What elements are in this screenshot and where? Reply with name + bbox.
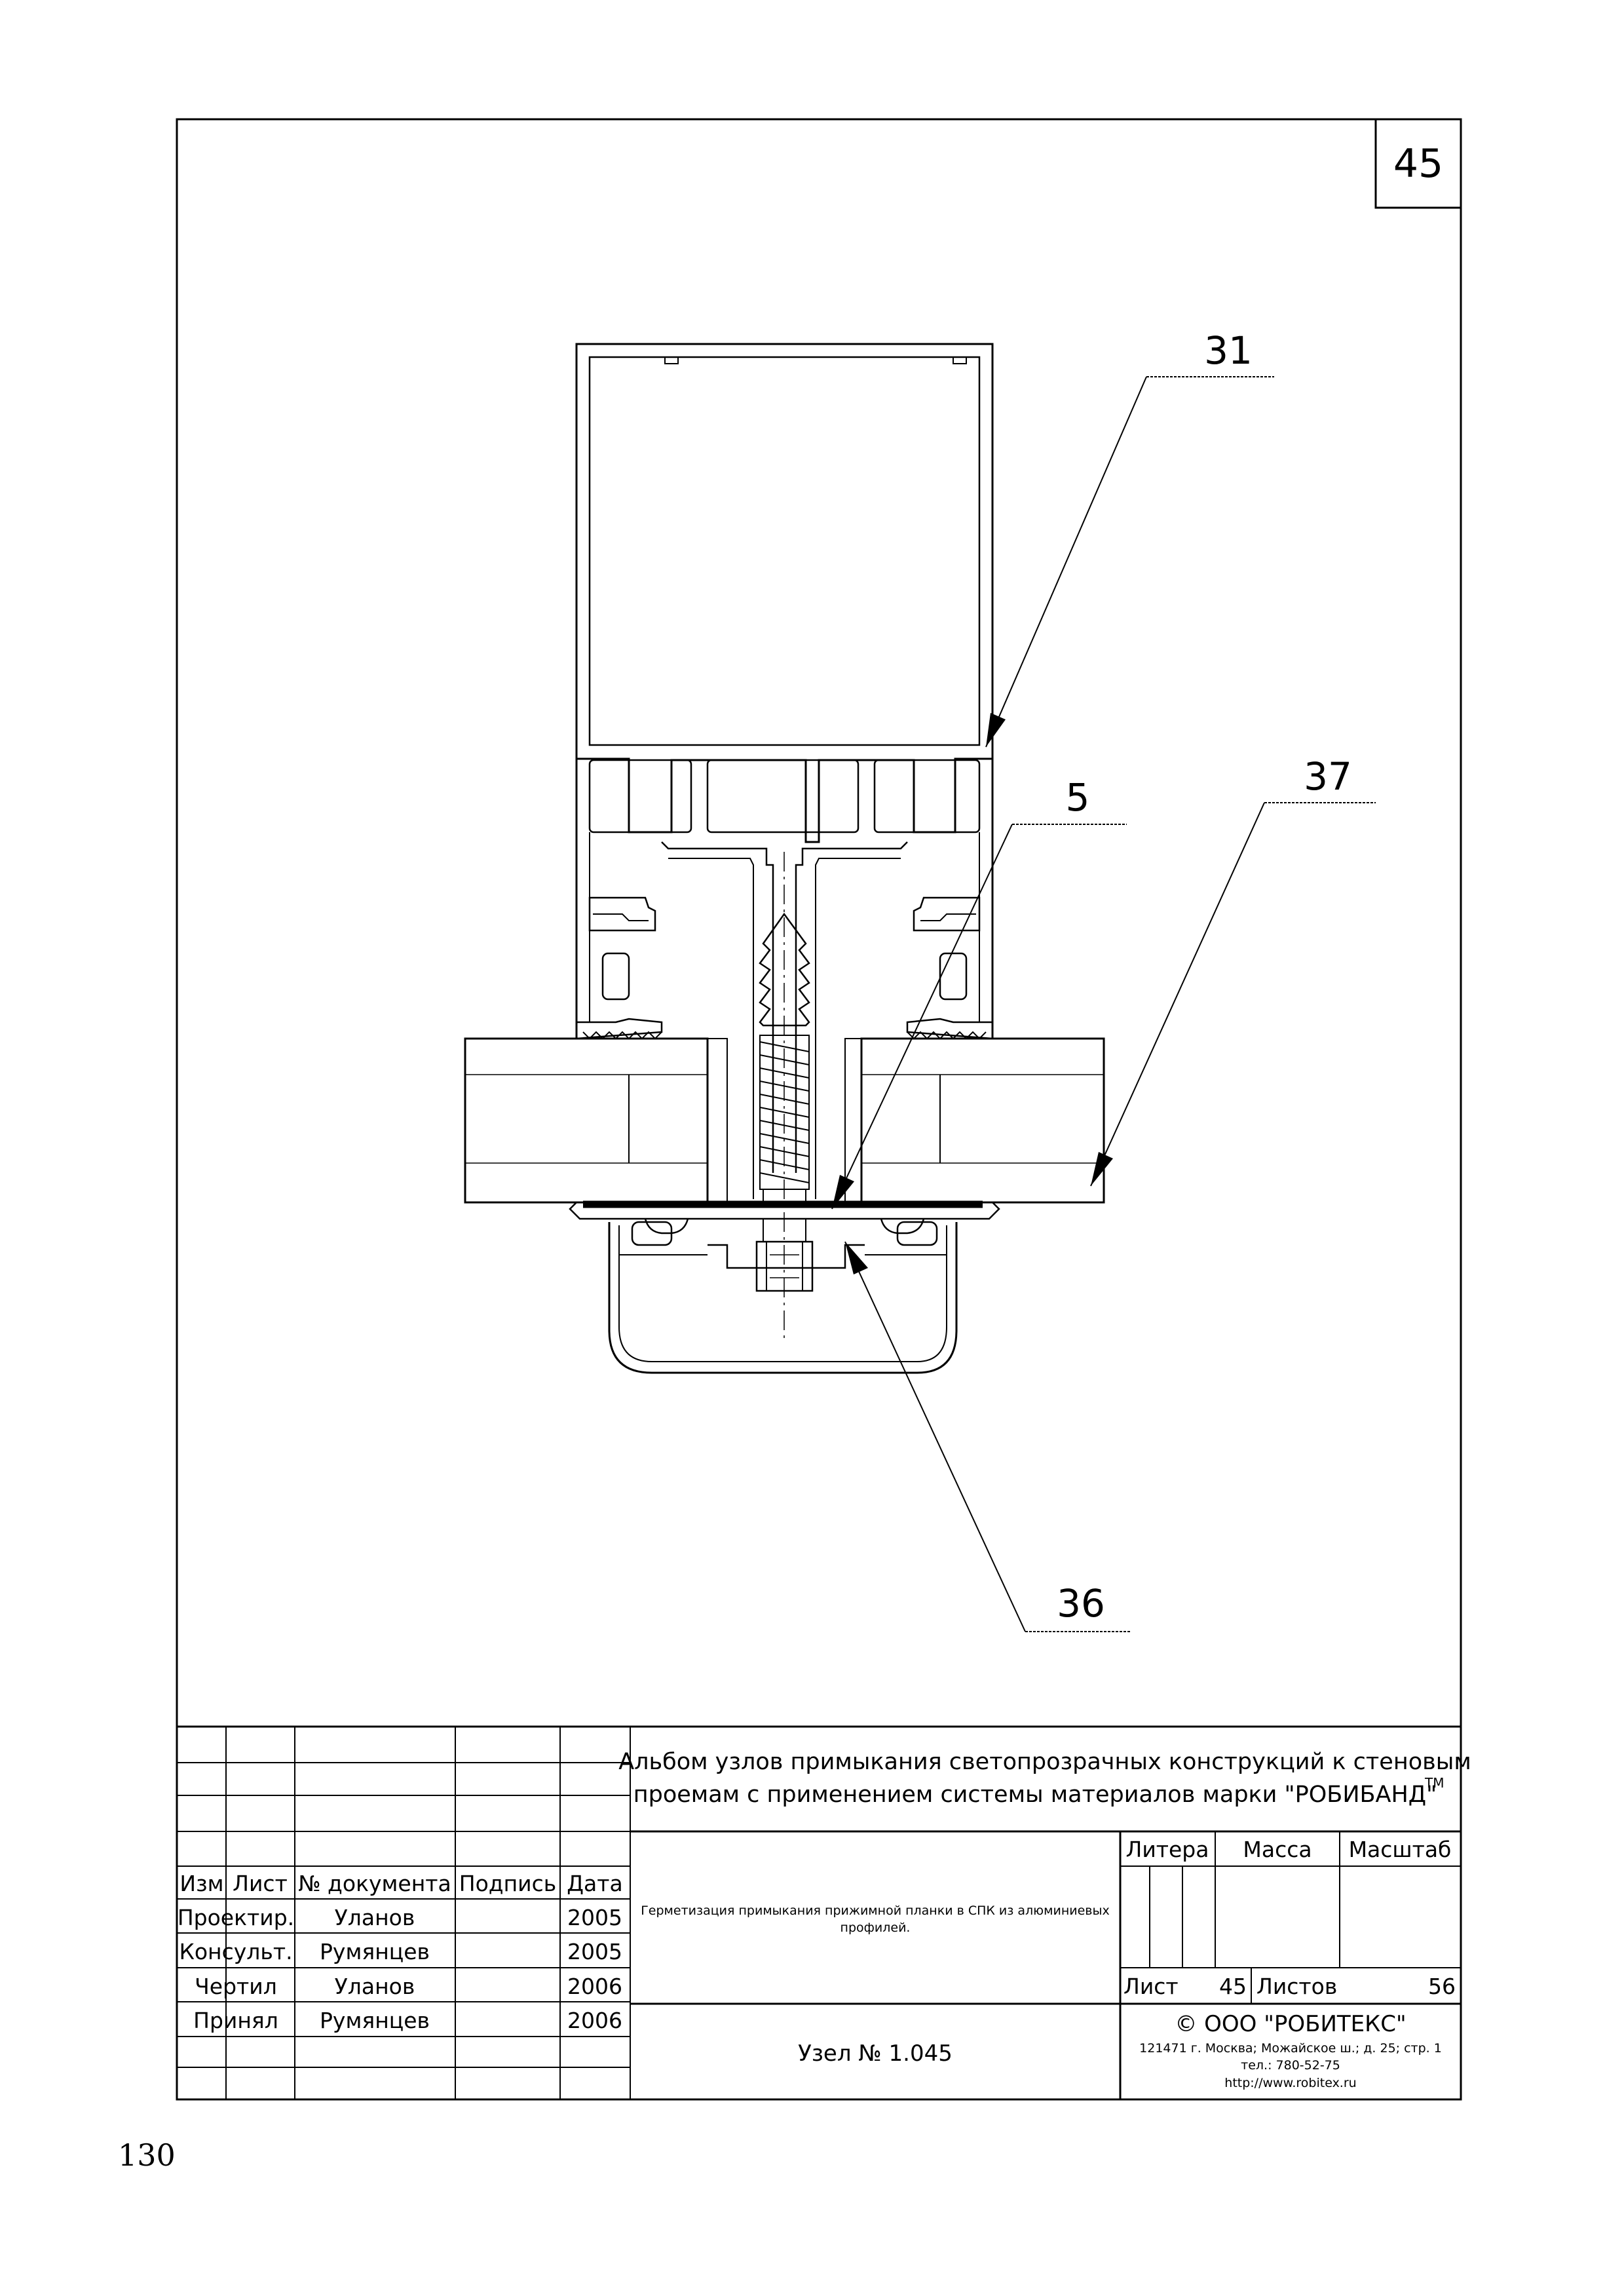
leader-31 [985, 376, 1274, 748]
sheet-label: Лист [1124, 1974, 1179, 1999]
right-gasket [906, 896, 994, 1040]
pressure-plate [569, 1201, 1000, 1246]
sheet-number: 45 [1393, 141, 1443, 187]
row-date: 2006 [567, 2008, 622, 2033]
trademark: TM [1424, 1775, 1444, 1791]
album-title-line2: проемам с применением системы материалов… [633, 1782, 1437, 1808]
header-doc: № документа [298, 1871, 451, 1896]
leader-37 [1090, 802, 1376, 1187]
profile-drawing [464, 343, 1105, 1374]
node-number: Узел № 1.045 [798, 2040, 953, 2067]
header-list: Лист [233, 1871, 288, 1896]
album-title-line1: Альбом узлов примыкания светопрозрачных … [618, 1749, 1471, 1775]
company-address: 121471 г. Москва; Можайское ш.; д. 25; с… [1139, 2041, 1442, 2056]
row-date: 2005 [567, 1939, 622, 1964]
bolt-head [755, 1219, 814, 1292]
header-sign: Подпись [459, 1871, 556, 1896]
row-role: Принял [193, 2008, 278, 2033]
row-role: Консульт. [179, 1939, 292, 1964]
glass-right [844, 1037, 1105, 1204]
screw [759, 852, 810, 1343]
masshtab-label: Масштаб [1349, 1837, 1452, 1862]
callout-leaders [831, 376, 1376, 1632]
row-name: Румянцев [320, 1939, 430, 1964]
title-block [177, 1725, 1461, 2099]
header-date: Дата [567, 1871, 622, 1896]
massa-label: Масса [1243, 1837, 1312, 1862]
sheet-frame [176, 118, 1462, 2101]
row-date: 2005 [567, 1905, 622, 1930]
page-number: 130 [118, 2137, 176, 2173]
row-name: Румянцев [320, 2008, 430, 2033]
callout-label-36: 36 [1057, 1581, 1105, 1626]
callout-label-5: 5 [1066, 775, 1090, 820]
glass-left [464, 1037, 728, 1204]
description-line1: Герметизация примыкания прижимной планки… [641, 1904, 1110, 1918]
sheets-value: 56 [1428, 1974, 1456, 1999]
description-line2: профилей. [840, 1921, 911, 1935]
row-role: Чертил [195, 1974, 277, 1999]
sheets-label: Листов [1256, 1974, 1337, 1999]
company-phone: тел.: 780-52-75 [1241, 2058, 1340, 2073]
company-name: © ООО "РОБИТЕКС" [1175, 2011, 1406, 2037]
row-date: 2006 [567, 1974, 622, 1999]
leader-36 [844, 1241, 1130, 1632]
cover-cap [608, 1222, 958, 1374]
litera-label: Литера [1126, 1837, 1209, 1862]
callout-label-31: 31 [1204, 328, 1253, 373]
mullion-profile [575, 343, 994, 1199]
row-name: Уланов [335, 1905, 415, 1930]
callout-label-37: 37 [1304, 754, 1352, 799]
leader-5 [831, 824, 1127, 1210]
row-role: Проектир. [178, 1905, 294, 1930]
sheet-value: 45 [1219, 1974, 1247, 1999]
sheet-number-box: 45 [1374, 118, 1462, 209]
row-name: Уланов [335, 1974, 415, 1999]
header-izm: Изм [179, 1871, 223, 1896]
company-website: http://www.robitex.ru [1224, 2076, 1356, 2090]
